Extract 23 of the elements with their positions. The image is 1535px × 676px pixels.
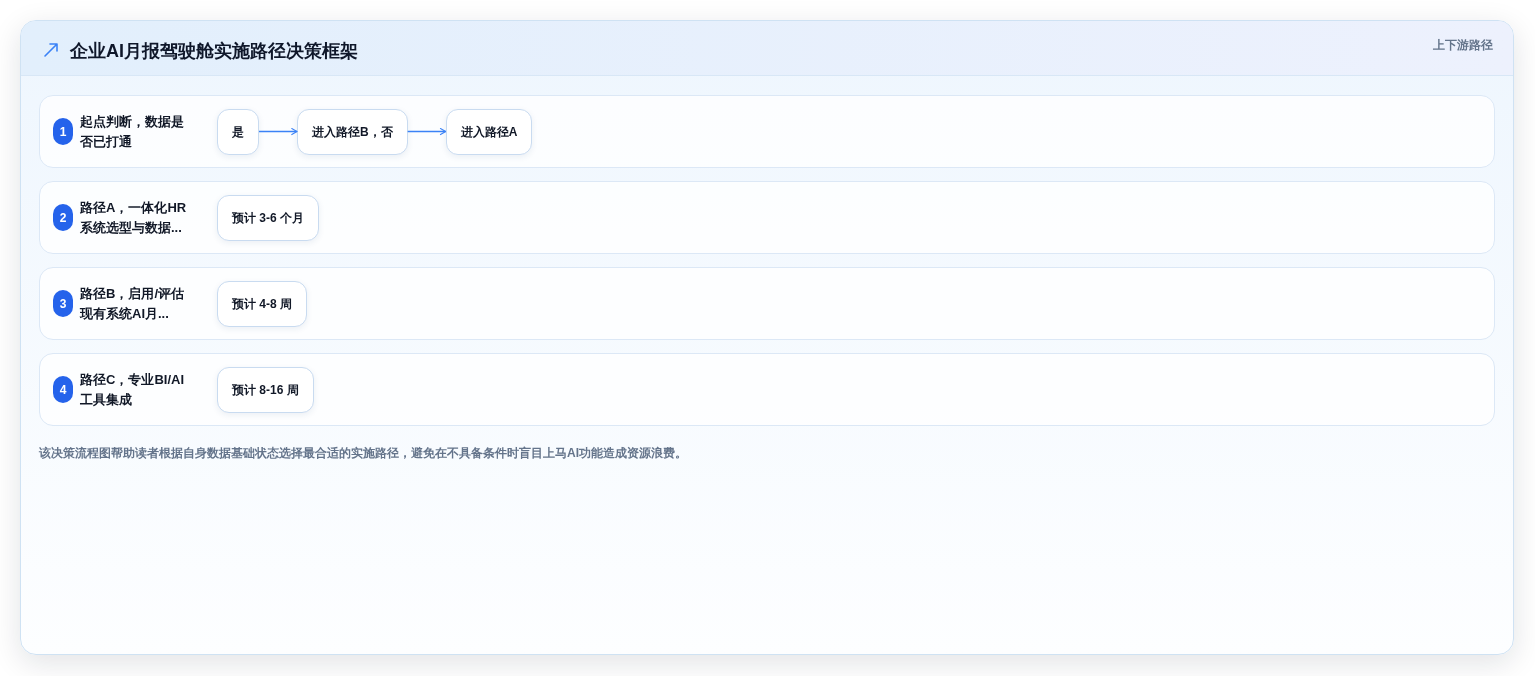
step-title: 起点判断，数据是否已打通 [80, 112, 185, 151]
step-number: 3 [53, 290, 73, 317]
step-row [39, 267, 1495, 340]
step-number: 4 [53, 376, 73, 403]
option-tag: 是 [217, 108, 259, 155]
option-tag: 预计 4-8 周 [217, 280, 307, 327]
option-tag: 进入路径A [445, 108, 533, 155]
option-tag: 进入路径B，否 [297, 108, 408, 155]
step-title: 路径C，专业BI/AI工具集成 [80, 370, 185, 409]
step-row [39, 181, 1495, 254]
diagram-title: 企业AI月报驾驶舱实施路径决策框架 [70, 40, 358, 63]
step-title: 路径A，一体化HR系统选型与数据... [80, 198, 188, 237]
header-note: 上下游路径 [1433, 37, 1493, 54]
step-row [39, 353, 1495, 426]
option-tag: 预计 8-16 周 [217, 366, 314, 413]
arrow [407, 127, 447, 136]
step-number: 2 [53, 204, 73, 231]
option-tag: 预计 3-6 个月 [217, 194, 319, 241]
arrow [258, 127, 298, 136]
step-number: 1 [53, 118, 73, 145]
step-title: 路径B，启用/评估现有系统AI月... [80, 284, 185, 323]
step-row [39, 95, 1495, 168]
caption-text: 该决策流程图帮助读者根据自身数据基础状态选择最合适的实施路径，避免在不具备条件时盲目上马AI功能造成资源浪费。 [39, 445, 688, 462]
